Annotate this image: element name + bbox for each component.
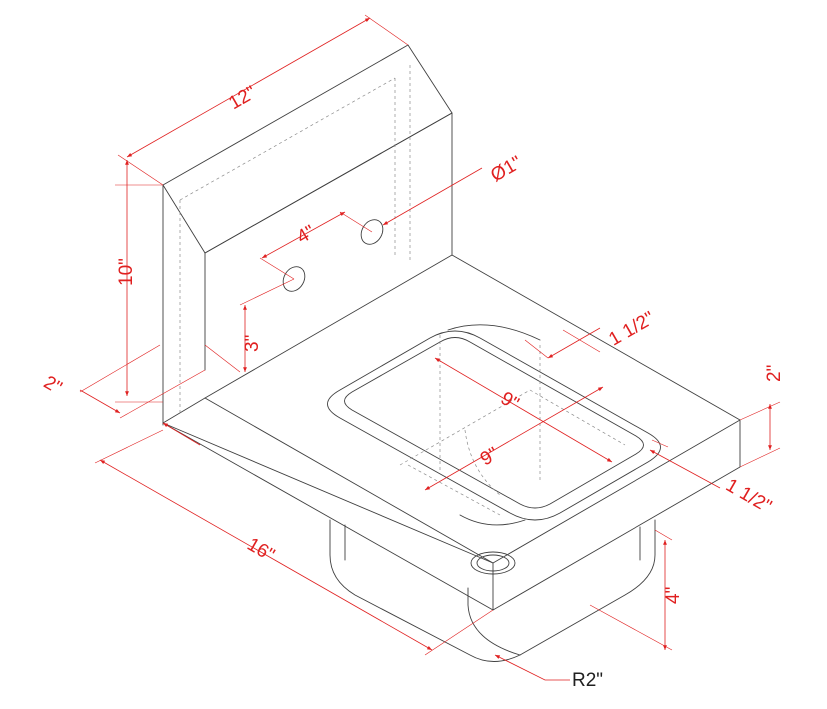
dimension-lines: [79, 17, 772, 681]
drain-inner: [476, 554, 510, 572]
label-overall-depth: 16": [243, 534, 278, 566]
label-backsplash-height: 10": [116, 258, 137, 286]
label-faucet-hole-spacing: 4": [293, 221, 318, 248]
bowl-inner-back-curve: [447, 324, 541, 341]
label-faucet-hole-height: 3": [242, 335, 263, 352]
deck-left-side: [162, 419, 741, 611]
label-deck-thickness: 2": [764, 365, 785, 382]
label-bowl-depth: 4": [663, 587, 684, 604]
bowl-rim-outer: [327, 330, 661, 521]
label-backsplash-width: 12": [225, 82, 260, 114]
bowl-underside-left: [329, 519, 521, 662]
bowl-underside-right: [467, 587, 521, 656]
bowl-inner-bottom-curve: [459, 514, 526, 526]
label-backsplash-thickness: 2": [40, 372, 65, 399]
label-faucet-hole-diameter: Ø1": [487, 152, 525, 186]
deck-left-top-edge: [162, 422, 494, 564]
label-rim-back: 1 1/2": [605, 308, 658, 351]
backsplash-front-profile: [162, 184, 206, 424]
hidden-lines: [179, 65, 626, 516]
bowl-underside-front: [519, 519, 656, 656]
drain-outer: [470, 551, 516, 575]
bowl-rim-inner: [344, 337, 644, 509]
dimension-labels: 12" 10" 2" Ø1" 4" 3" 16" 1 1/2" 9" 9" 1 …: [40, 82, 785, 691]
label-corner-radius: R2": [572, 670, 603, 691]
extension-lines: [79, 14, 781, 656]
sink-outline: [162, 44, 741, 662]
label-bowl-length: 9": [497, 388, 522, 415]
faucet-hole-right: [360, 219, 384, 245]
backsplash-left-bottom: [162, 397, 206, 424]
backsplash-front-top: [204, 112, 453, 254]
deck-top-surface: [204, 254, 741, 564]
label-rim-side: 1 1/2": [722, 475, 775, 518]
